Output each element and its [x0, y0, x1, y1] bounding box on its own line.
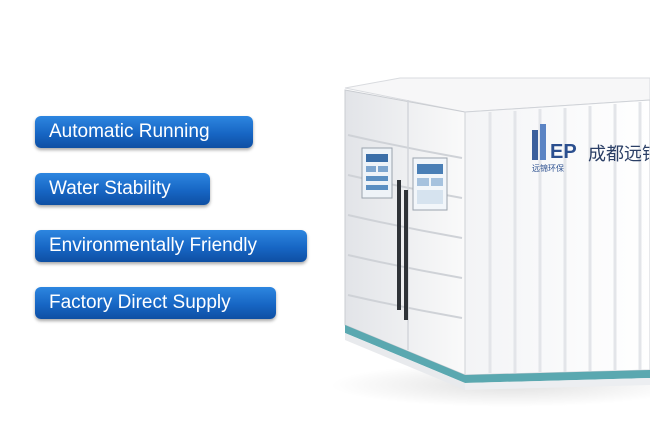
logo-text: EP [550, 141, 577, 163]
feature-badge-factory-direct-supply: Factory Direct Supply [35, 287, 276, 319]
container-illustration: EP 远锦环保 [330, 77, 650, 407]
brand-logo: EP 远锦环保 [532, 124, 577, 173]
container-side-panel [464, 99, 650, 376]
base-skid-front [345, 333, 465, 390]
company-name: 成都远锦环保 [588, 144, 650, 165]
feature-label: Environmentally Friendly [49, 235, 258, 256]
equipment-container-image: EP 远锦环保 [300, 40, 650, 445]
base-stripe-side [465, 370, 650, 383]
feature-label: Water Stability [49, 178, 171, 199]
feature-label: Automatic Running [49, 121, 210, 142]
feature-badge-water-stability: Water Stability [35, 173, 210, 205]
base-skid-side [465, 378, 650, 390]
control-panel-right [412, 157, 448, 211]
feature-badge-environmentally-friendly: Environmentally Friendly [35, 230, 307, 262]
feature-list: Automatic Running Water Stability Enviro… [35, 116, 307, 319]
feature-badge-automatic-running: Automatic Running [35, 116, 253, 148]
logo-caption: 远锦环保 [532, 163, 564, 173]
feature-label: Factory Direct Supply [49, 292, 231, 313]
door-handle-left [397, 180, 401, 310]
door-handle-right [404, 190, 408, 320]
base-stripe-front [345, 325, 465, 383]
control-panel-left [361, 147, 393, 199]
side-corrugation [488, 102, 642, 373]
